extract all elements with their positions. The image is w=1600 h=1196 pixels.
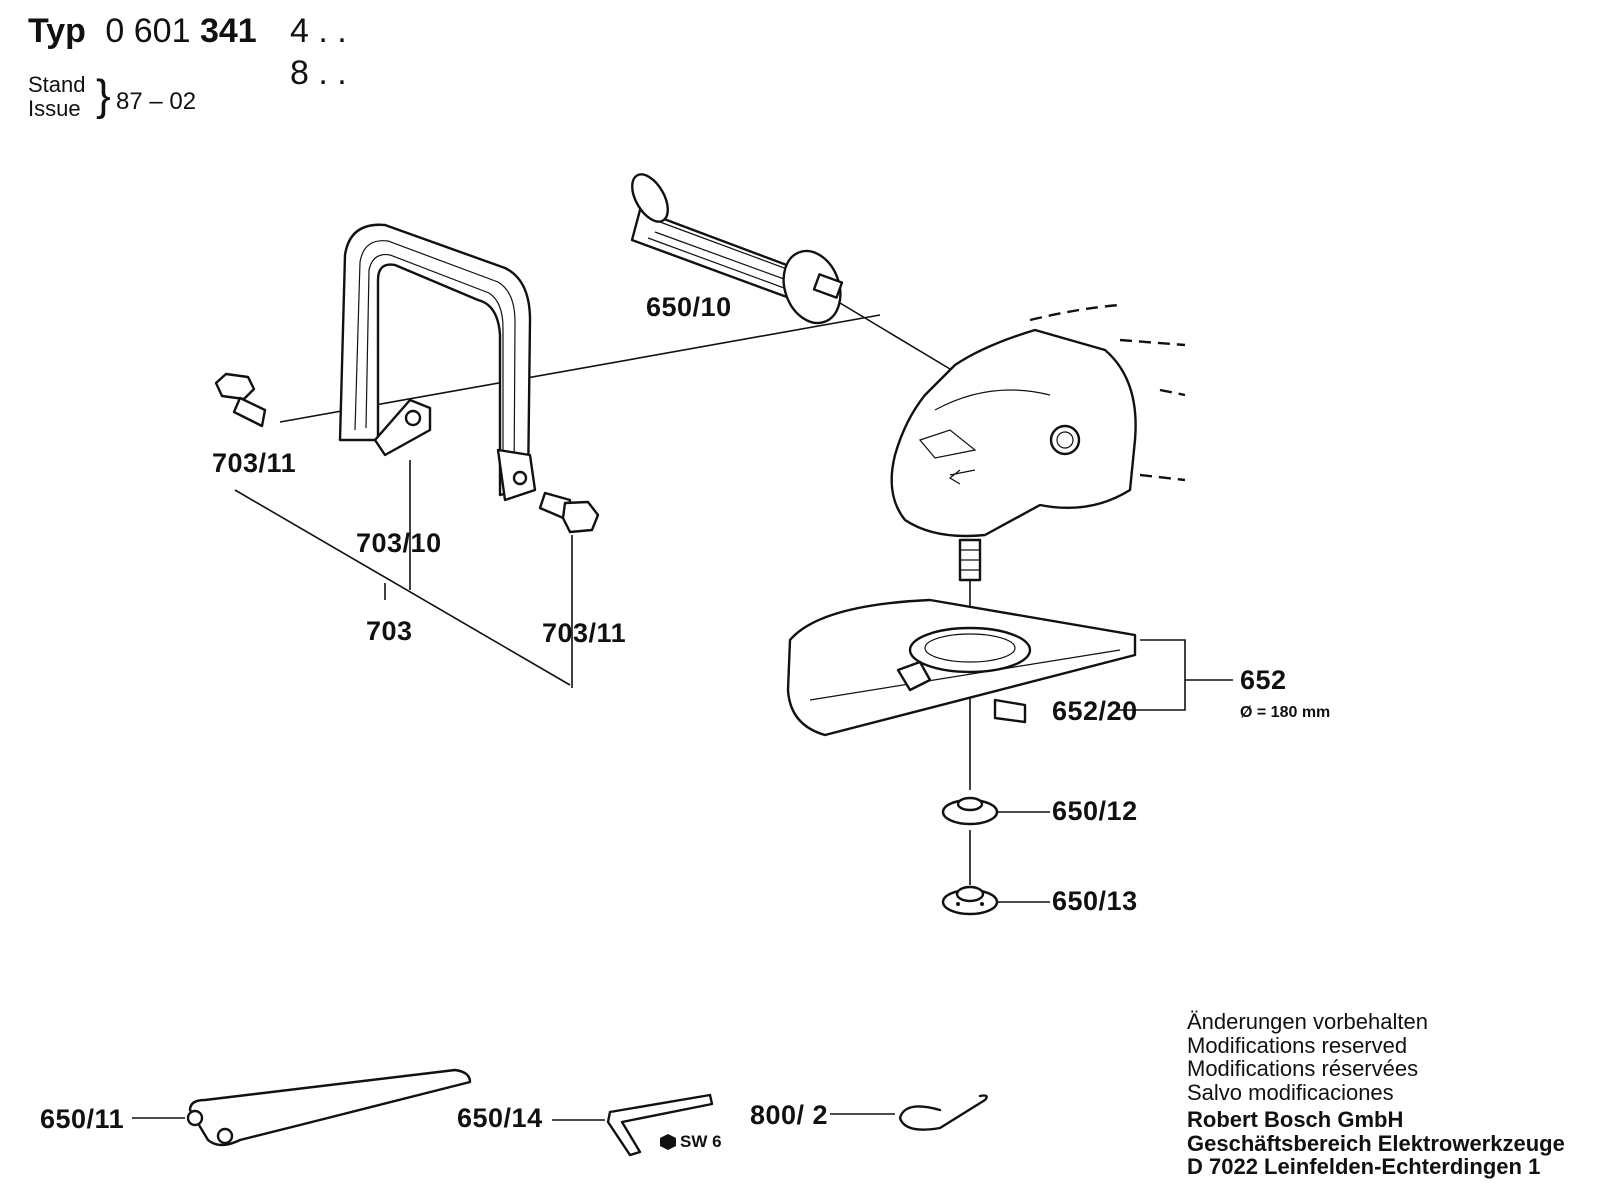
label-652-20: 652/20: [1052, 696, 1138, 726]
stand-label: Stand: [28, 72, 86, 97]
company-address: D 7022 Leinfelden-Echterdingen 1: [1187, 1154, 1541, 1179]
label-652: 652: [1240, 665, 1287, 695]
flange-part: [941, 796, 999, 826]
type-number-bold: 341: [199, 12, 257, 50]
note-german: Änderungen vorbehalten: [1187, 1009, 1428, 1034]
leader-lines: [132, 299, 1233, 1121]
label-650-13: 650/13: [1052, 886, 1138, 916]
type-label: Typ: [28, 12, 86, 50]
bow-handle-part: [338, 223, 537, 502]
label-703-11-right: 703/11: [542, 618, 627, 648]
note-spanish: Salvo modificaciones: [1187, 1079, 1394, 1105]
issue-value: 87 – 02: [116, 88, 197, 115]
modification-notes: Änderungen vorbehalten Modifications res…: [1187, 1010, 1565, 1179]
note-english: Modifications reserved: [1187, 1032, 1408, 1058]
label-703-10: 703/10: [356, 528, 442, 558]
label-650-12: 650/12: [1052, 796, 1138, 826]
label-703: 703: [366, 616, 413, 646]
variant-1: 4 . .: [290, 12, 347, 50]
header-type-line: Typ 0 601 341: [28, 12, 257, 51]
label-652-diameter: Ø = 180 mm: [1240, 704, 1331, 721]
screw-left-part: [214, 372, 267, 428]
hex-key-part: [606, 1093, 714, 1157]
note-french: Modifications réservées: [1187, 1056, 1419, 1081]
hex-symbol-icon: [660, 1134, 676, 1150]
label-703-11-left: 703/11: [212, 448, 297, 478]
type-number: 0 601: [105, 12, 191, 50]
spanner-part: [186, 1068, 472, 1147]
label-650-10: 650/10: [646, 292, 732, 322]
variant-2: 8 . .: [290, 54, 347, 92]
brace-symbol: }: [96, 71, 111, 120]
wheel-guard-part: [786, 598, 1137, 737]
spring-clip-part: [898, 1094, 988, 1131]
clamping-nut-part: [941, 885, 999, 916]
label-650-14: 650/14: [457, 1103, 543, 1133]
angle-grinder-part: [890, 303, 1186, 582]
company-division: Geschäftsbereich Elektrowerkzeuge: [1187, 1130, 1565, 1156]
issue-label: Issue: [28, 96, 81, 121]
company-name: Robert Bosch GmbH: [1187, 1107, 1404, 1132]
side-handle-part: [630, 173, 844, 325]
label-800-2: 800/ 2: [750, 1100, 829, 1130]
label-sw6: SW 6: [680, 1132, 722, 1151]
screw-right-part: [538, 491, 600, 534]
label-650-11: 650/11: [40, 1104, 125, 1134]
